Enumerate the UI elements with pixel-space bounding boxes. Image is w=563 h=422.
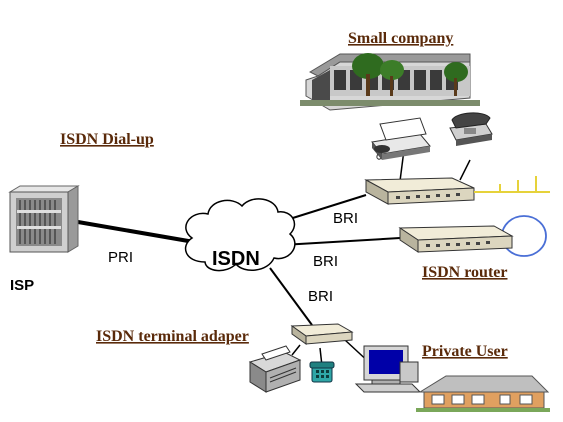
bri-label-router: BRI xyxy=(313,253,338,270)
company-phone-line xyxy=(459,159,471,181)
bri-label-adapter: BRI xyxy=(308,288,333,305)
phone-small-icon xyxy=(309,361,335,383)
company-lan-lines xyxy=(474,176,550,193)
adapter-printer-line xyxy=(291,344,301,356)
company-trees xyxy=(352,53,468,96)
isp-label: ISP xyxy=(10,277,34,294)
pri-link-line xyxy=(77,220,201,245)
house-icon xyxy=(416,375,550,412)
isdn-dialup-label: ISDN Dial-up xyxy=(60,131,154,148)
telephone-icon xyxy=(449,112,493,146)
private-user-label: Private User xyxy=(422,343,508,360)
isdn-router-label: ISDN router xyxy=(422,264,507,281)
computer-icon xyxy=(354,345,422,393)
isdn-cloud-icon xyxy=(184,198,296,272)
small-company-label: Small company xyxy=(348,30,453,47)
terminal-adapter-label: ISDN terminal adaper xyxy=(96,328,249,345)
bri-label-company: BRI xyxy=(333,210,358,227)
printer-icon xyxy=(248,345,302,393)
bri-link-company-line xyxy=(279,194,367,223)
diagram-labels: Small company ISDN Dial-up ISP PRI ISDN … xyxy=(10,30,508,360)
isdn-router-icon xyxy=(398,215,547,257)
terminal-adapter-icon xyxy=(290,323,354,345)
small-company-building-icon xyxy=(300,53,480,111)
connection-lines xyxy=(77,149,471,367)
isp-server-rack-icon xyxy=(8,185,80,253)
isdn-cloud-label: ISDN xyxy=(212,248,260,270)
company-router-icon xyxy=(364,177,475,205)
pri-label: PRI xyxy=(108,249,133,266)
bri-link-router-line xyxy=(281,237,401,246)
bri-link-adapter-line xyxy=(269,267,313,326)
fax-machine-icon xyxy=(371,117,431,160)
